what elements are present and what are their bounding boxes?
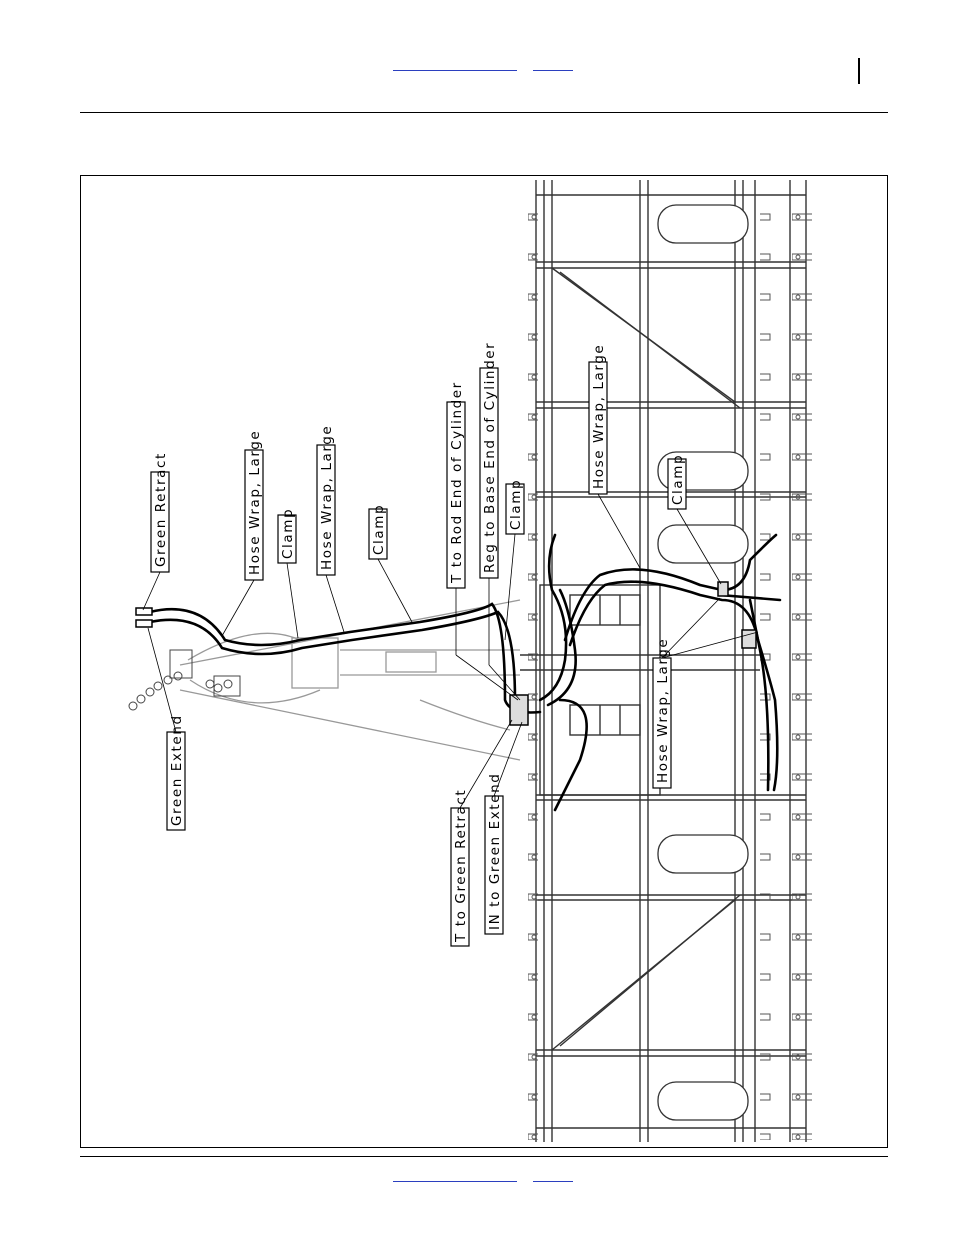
label-clamp-4: Clamp [670,454,686,505]
label-t-rod-end: T to Rod End of Cylinder [449,381,465,584]
label-t-green-retract: T to Green Retract [453,789,469,943]
label-clamp-3: Clamp [508,479,524,530]
footer-link-right[interactable] [533,1163,573,1182]
label-green-retract: Green Retract [153,452,169,567]
label-clamp-2: Clamp [371,504,387,555]
label-green-extend: Green Extend [169,714,185,826]
label-hose-wrap-4: Hose Wrap, Large [655,638,671,783]
label-reg-base-end: Reg to Base End of Cylinder [482,342,498,573]
footer-rule [80,1156,888,1157]
label-hose-wrap-2: Hose Wrap, Large [319,425,335,570]
label-hose-wrap-3: Hose Wrap, Large [591,344,607,489]
safety-chain [129,650,240,710]
footer-link-left[interactable] [393,1163,517,1182]
label-clamp-1: Clamp [280,508,296,559]
rear-tines [760,182,812,1140]
hitch-tongue [180,600,520,760]
label-hose-wrap-1: Hose Wrap, Large [247,430,263,575]
label-in-green-extend: IN to Green Extend [487,773,503,930]
